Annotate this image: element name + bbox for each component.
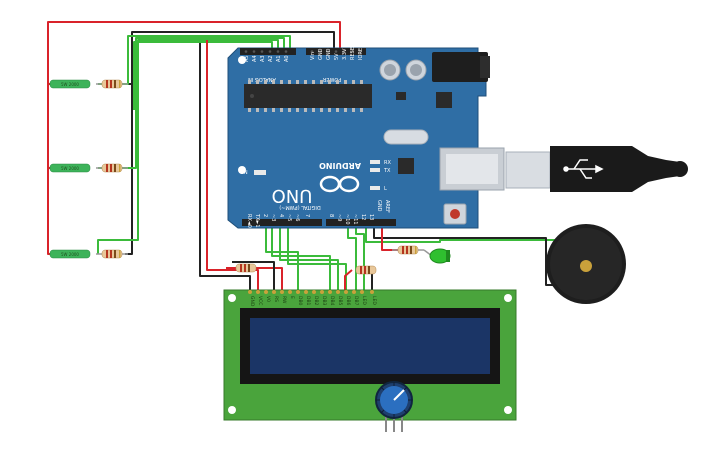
lcd-pin-label: RS: [273, 296, 279, 302]
arduino-logo-icon: [319, 175, 360, 193]
wire-green-d2: [265, 222, 299, 292]
gnd-label: GND: [376, 200, 382, 212]
pin-label: A4: [252, 55, 258, 62]
wire-black-buzzer: [373, 222, 560, 286]
flex-sensor-label: 5W 2000: [61, 252, 79, 257]
digital-label: DIGITAL (PWM~): [279, 204, 321, 210]
pin-label: RESET: [350, 43, 356, 60]
board-brand: ARDUINO: [319, 161, 361, 170]
resistor-3: [96, 249, 128, 259]
on-label: ON: [240, 170, 248, 176]
pin-label: A3: [260, 55, 266, 62]
pin-label: ~6: [294, 214, 300, 221]
pin-label: RX◄0: [246, 214, 252, 228]
lcd-pin-label: GND: [249, 296, 255, 307]
piezo-buzzer: [546, 224, 626, 304]
lcd-pin-label: DB5: [337, 296, 343, 306]
pin-label: ~11: [352, 214, 358, 225]
flex-sensor-1: 5W 2000: [49, 79, 91, 89]
analog-pin-labels: A5 A4 A3 A2 A1 A0: [244, 55, 290, 62]
pin-label: ~10: [344, 214, 350, 225]
power-pin-labels: Vin GND GND 5V 3.3V RESET IOREF: [310, 43, 364, 60]
wire-black-lcd-rw: [232, 261, 275, 292]
lcd-pin-header: [248, 290, 374, 294]
lcd-pin-label: DB4: [329, 296, 335, 306]
lcd-screen: [250, 318, 490, 374]
pin-label: GND: [318, 48, 324, 60]
pin-label: TX►1: [254, 213, 260, 228]
wire-black-gnd-lcd: [199, 38, 251, 292]
wire-red-lcd-led: [344, 269, 353, 292]
pin-label: A2: [268, 55, 274, 62]
wire-green-d13: [365, 222, 560, 243]
knob-icon: [376, 382, 412, 418]
flex-sensor-2: 5W 2000: [49, 163, 91, 173]
pin-label: ~5: [286, 214, 292, 221]
pin-label: 5V: [334, 53, 340, 60]
pin-label: 8: [328, 214, 334, 217]
pin-label: ~3: [270, 214, 276, 221]
pin-label: A5: [244, 55, 250, 62]
pin-label: 12: [360, 214, 366, 220]
wires: [47, 21, 560, 292]
led-resistor: [392, 245, 424, 255]
lcd-pin-label: DB1: [305, 296, 311, 306]
aref-label: AREF: [384, 200, 390, 213]
pin-label: A0: [284, 55, 290, 62]
lcd-pin-label: V0: [265, 296, 271, 302]
wire-red-lcd: [206, 40, 259, 292]
lcd-pin-label: LED: [361, 296, 367, 305]
flex-sensor-label: 5W 2000: [61, 166, 79, 171]
pin-label: GND: [326, 48, 332, 60]
wire-black-gnd: [125, 31, 335, 255]
lcd-resistor-1: [235, 263, 257, 273]
wire-black-gnd-2: [125, 83, 132, 169]
wire-green-a3: [133, 41, 273, 110]
lcd-pin-labels: GND VCC V0 RS RW E DB0 DB1 DB2 DB3 DB4 D…: [249, 296, 377, 307]
pin-label: Vin: [310, 52, 316, 60]
resistor-2: [96, 163, 128, 173]
lcd-pin-label: DB3: [321, 296, 327, 306]
lcd-pin-label: VCC: [257, 296, 263, 305]
reset-button[interactable]: [443, 203, 467, 225]
usb-icon: [563, 159, 604, 179]
lcd-pin-label: RW: [281, 296, 287, 304]
lcd-pin-label: DB2: [313, 296, 319, 306]
wire-green-d11: [347, 222, 357, 292]
flex-sensor-3: 5W 2000: [49, 249, 91, 259]
power-label: POWER: [322, 76, 341, 82]
resistor-1: [96, 79, 128, 89]
lcd-module: GND VCC V0 RS RW E DB0 DB1 DB2 DB3 DB4 D…: [223, 289, 517, 421]
pin-label: 3.3V: [342, 48, 348, 60]
lcd-pin-label: E: [289, 296, 295, 299]
pin-label: 7: [304, 214, 310, 217]
usb-cable: [505, 146, 688, 192]
green-led: [423, 248, 451, 264]
wire-green-d12: [355, 222, 365, 292]
lcd-pin-label: DB7: [353, 296, 359, 306]
pin-label: ~9: [336, 214, 342, 221]
wire-green-d3: [271, 222, 331, 292]
pin-label: 4: [278, 214, 284, 217]
digital-pin-labels: RX◄0 TX►1 2 ~3 4 ~5 ~6 7 8 ~9 ~10 ~11 12…: [246, 200, 390, 228]
wire-green-a2: [97, 39, 279, 254]
lcd-resistor-2: [355, 265, 377, 275]
potentiometer[interactable]: [375, 381, 413, 432]
pin-label: 2: [262, 214, 268, 217]
l-label: L: [384, 186, 387, 192]
board-model: UNO: [272, 185, 313, 206]
flex-sensor-label: 5W 2000: [61, 82, 79, 87]
pin-label: IOREF: [358, 45, 364, 60]
lcd-pin-label: DB0: [297, 296, 303, 306]
arduino-uno-board: ANALOG IN POWER A5 A4 A3 A2 A1 A0 Vin GN…: [227, 43, 505, 229]
wire-green-d4: [279, 222, 339, 292]
lcd-pin-label: DB6: [345, 296, 351, 306]
lcd-pin-label: LED: [371, 296, 377, 305]
pin-label: A1: [276, 55, 282, 62]
analog-in-label: ANALOG IN: [248, 76, 276, 82]
tx-label: TX: [383, 168, 391, 174]
rx-label: RX: [384, 160, 391, 166]
pin-label: 13: [368, 214, 374, 220]
